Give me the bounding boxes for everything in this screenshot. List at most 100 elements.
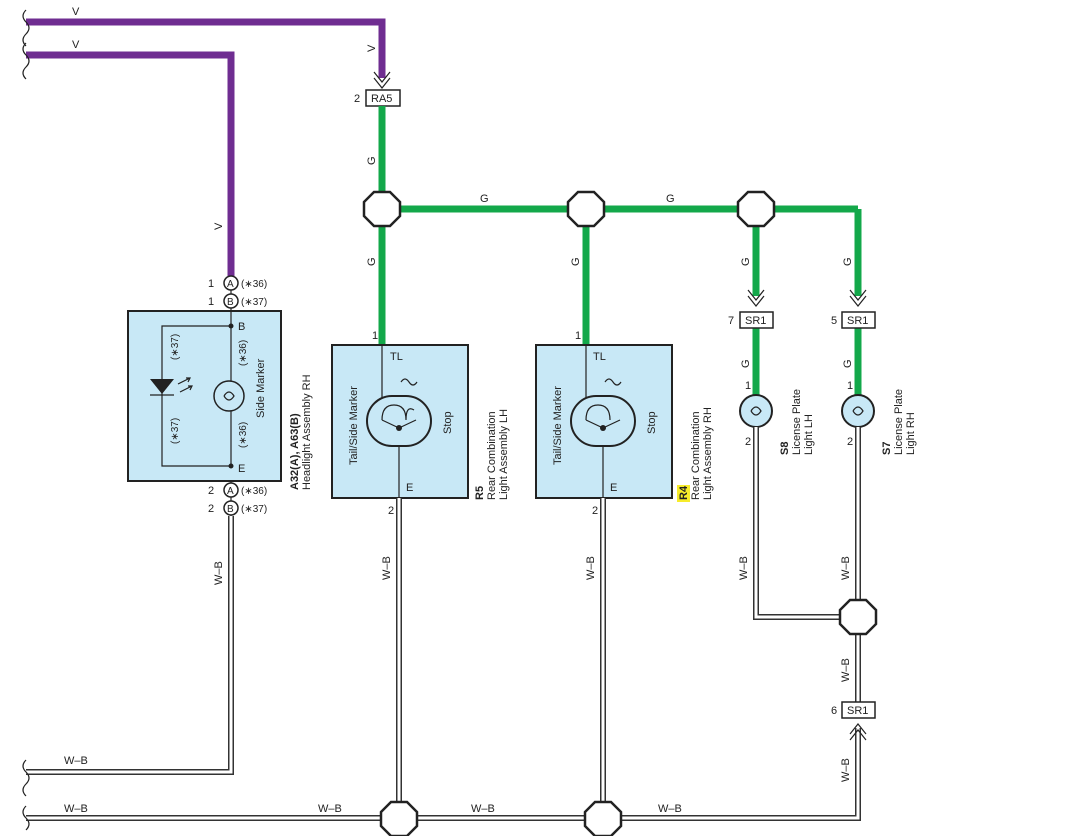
rear-combination-light-lh[interactable]: 1 TL Tail/Side Marker Stop E 2 R5 Rear C…	[331, 330, 510, 517]
wire-label-g-2: G	[480, 193, 489, 205]
s8-code: S8	[779, 442, 791, 455]
headlight-inner-note36-a: (∗36)	[238, 340, 249, 366]
r4-term-tl: TL	[593, 351, 606, 363]
green-wires	[378, 106, 862, 398]
connector-sr1-6-pin: 6	[831, 705, 837, 717]
wire-label-wb-2: W–B	[64, 755, 88, 767]
wire-label-g-7: G	[842, 257, 854, 266]
splice-wb-2[interactable]	[379, 800, 419, 836]
wire-label-g-9: G	[842, 359, 854, 368]
connector-sr1-6[interactable]: SR1 6	[831, 701, 876, 719]
headlight-pin2-a: 2	[208, 485, 214, 497]
wire-label-wb-10: W–B	[840, 556, 852, 580]
s8-pin1: 1	[745, 380, 751, 392]
connector-sr1-7[interactable]: SR1 7	[728, 311, 774, 329]
headlight-conn-a-top-label: A	[227, 279, 234, 290]
violet-wire-second[interactable]	[26, 51, 235, 276]
license-plate-light-lh[interactable]: 1 2 S8 License Plate Light LH	[739, 380, 815, 455]
violet-wire-top[interactable]	[26, 18, 386, 78]
arrow-sr1-6	[849, 723, 867, 741]
wire-label-v-4: V	[213, 222, 225, 230]
wire-label-wb-8: W–B	[585, 556, 597, 580]
headlight-side-marker-label: Side Marker	[255, 358, 267, 418]
wire-label-g-4: G	[366, 257, 378, 266]
r4-left-label: Tail/Side Marker	[552, 386, 564, 465]
wire-label-g-5: G	[570, 257, 582, 266]
s8-name-1: License Plate	[791, 389, 803, 455]
r5-pin1: 1	[372, 330, 378, 342]
headlight-pin1-b: 1	[208, 296, 214, 308]
headlight-pin2-b: 2	[208, 503, 214, 515]
splice-g-1[interactable]	[362, 190, 402, 228]
connector-ra5-code: RA5	[371, 93, 392, 105]
wire-label-wb-6: W–B	[658, 803, 682, 815]
splice-g-2[interactable]	[566, 190, 606, 228]
wire-label-wb-4: W–B	[318, 803, 342, 815]
led-icon	[150, 379, 174, 394]
arrow-sr1-5	[849, 289, 867, 307]
break-mark-top	[22, 9, 30, 47]
side-marker-bulb	[213, 380, 245, 412]
wire-label-wb-12: W–B	[840, 758, 852, 782]
wire-label-g-6: G	[740, 257, 752, 266]
s7-name-2: Light RH	[905, 412, 917, 455]
wire-label-v-3: V	[366, 44, 378, 52]
wire-label-wb-9: W–B	[738, 556, 750, 580]
r5-right-label: Stop	[442, 411, 454, 434]
headlight-conn-b-bottom[interactable]	[223, 500, 239, 516]
connector-sr1-5[interactable]: SR1 5	[831, 311, 876, 329]
headlight-conn-a-bottom[interactable]	[223, 482, 239, 498]
arrow-sr1-7	[747, 289, 765, 307]
r4-pin2: 2	[592, 505, 598, 517]
wire-label-v-1: V	[72, 6, 80, 18]
r4-pin1: 1	[575, 330, 581, 342]
splice-wb-1[interactable]	[838, 598, 878, 636]
connector-sr1-5-code: SR1	[847, 315, 868, 327]
license-plate-light-rh[interactable]: 1 2 S7 License Plate Light RH	[841, 380, 917, 455]
headlight-conn-b-top-label: B	[227, 297, 234, 308]
connector-sr1-7-code: SR1	[745, 315, 766, 327]
wire-label-g-3: G	[666, 193, 675, 205]
wire-label-g-8: G	[740, 359, 752, 368]
s8-pin2: 2	[745, 436, 751, 448]
headlight-conn-b-bottom-label: B	[227, 504, 234, 515]
headlight-inner-note36-b: (∗36)	[238, 422, 249, 448]
headlight-code: A32(A), A63(B)	[289, 413, 301, 490]
headlight-assembly[interactable]: A B 1 1 (∗36) (∗37) B E (∗37) (∗37) (∗36…	[127, 275, 313, 516]
splice-g-3[interactable]	[736, 190, 776, 228]
r5-name-1: Rear Combination	[486, 411, 498, 500]
break-mark-wb-2	[22, 805, 30, 831]
wire-label-g-1: G	[366, 156, 378, 165]
wire-label-wb-3: W–B	[64, 803, 88, 815]
rear-combination-light-rh[interactable]: 1 TL Tail/Side Marker Stop E 2 R4 Rear C…	[535, 330, 714, 517]
connector-ra5[interactable]: RA5 2	[354, 89, 401, 107]
s7-name-1: License Plate	[893, 389, 905, 455]
s7-code: S7	[881, 442, 893, 455]
headlight-conn-a-top[interactable]	[223, 275, 239, 291]
wire-label-v-2: V	[72, 39, 80, 51]
wire-label-wb-5: W–B	[471, 803, 495, 815]
splice-wb-3[interactable]	[583, 800, 623, 836]
r5-pin2: 2	[388, 505, 394, 517]
headlight-note37-top: (∗37)	[241, 297, 267, 308]
break-mark-wb-1	[22, 759, 30, 797]
headlight-conn-b-top[interactable]	[223, 293, 239, 309]
r5-left-label: Tail/Side Marker	[348, 386, 360, 465]
headlight-note36-top: (∗36)	[241, 279, 267, 290]
arrow-ra5	[373, 71, 391, 89]
headlight-note36-bottom: (∗36)	[241, 486, 267, 497]
headlight-term-e: E	[238, 463, 245, 475]
headlight-note37-bottom: (∗37)	[241, 504, 267, 515]
r5-term-tl: TL	[390, 351, 403, 363]
r5-term-e: E	[406, 482, 413, 494]
wb-wires-inner	[26, 427, 860, 820]
wire-label-wb-1: W–B	[213, 561, 225, 585]
wire-label-wb-11: W–B	[840, 658, 852, 682]
r5-name-2: Light Assembly LH	[498, 409, 510, 500]
r4-name-1: Rear Combination	[690, 411, 702, 500]
headlight-inner-note37-b: (∗37)	[170, 418, 181, 444]
r5-bulb-body	[366, 395, 432, 447]
s7-pin2: 2	[847, 436, 853, 448]
headlight-name: Headlight Assembly RH	[301, 374, 313, 490]
